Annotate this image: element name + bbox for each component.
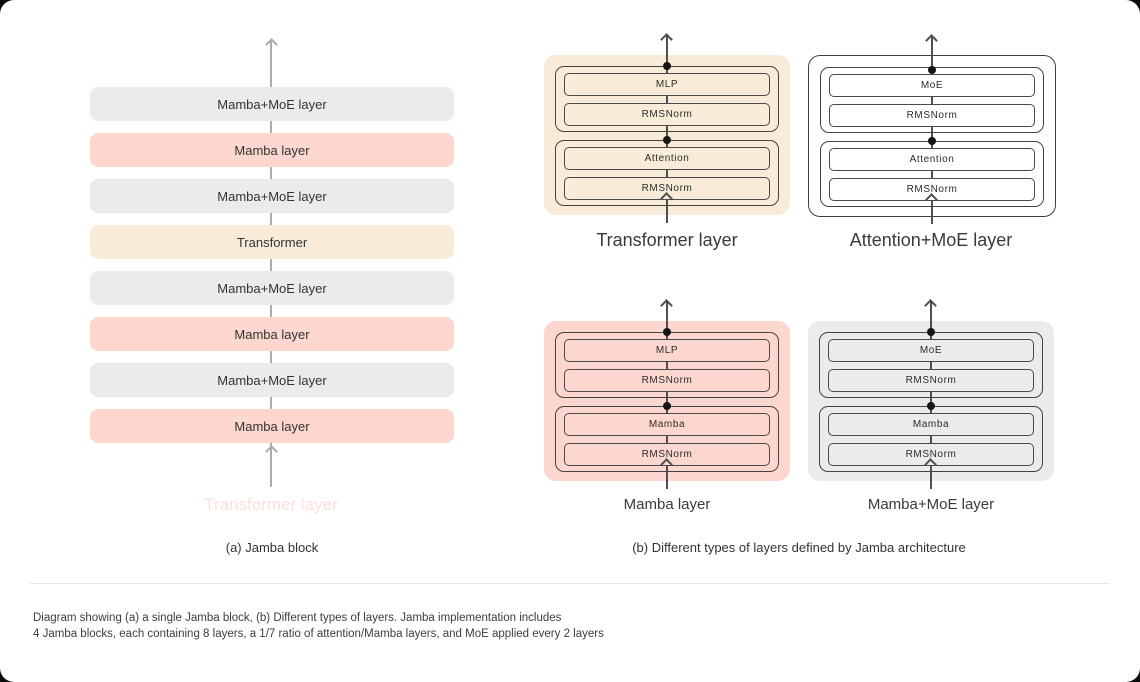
attention-moe-layer-card: MoE RMSNorm Attention RMSNorm [808, 34, 1056, 224]
flow-line [270, 40, 272, 487]
rmsnorm-box: RMSNorm [564, 103, 770, 126]
card-title-attention-moe-layer: Attention+MoE layer [849, 230, 1013, 250]
stack-layer-transformer: Transformer [90, 225, 454, 259]
caption-jamba-block: (a) Jamba block [225, 540, 319, 555]
arrow-up-icon [660, 33, 673, 46]
moe-box: MoE [829, 74, 1035, 97]
stack-layer-mamba: Mamba layer [90, 133, 454, 167]
residual-group: MLP RMSNorm [555, 66, 779, 132]
stack-layer-mamba-moe: Mamba+MoE layer [90, 271, 454, 305]
stack-layer-mamba-moe: Mamba+MoE layer [90, 363, 454, 397]
transformer-layer-card: MLP RMSNorm Attention RMSNorm [544, 33, 790, 223]
mlp-box: MLP [564, 73, 770, 96]
mlp-box: MLP [564, 339, 770, 362]
mamba-moe-layer-card: MoE RMSNorm Mamba RMSNorm [808, 299, 1054, 489]
rmsnorm-box: RMSNorm [829, 104, 1035, 127]
attention-box: Attention [829, 148, 1035, 171]
ghost-transformer-label: Transformer layer [204, 495, 338, 514]
attention-box: Attention [564, 147, 770, 170]
mamba-layer-card: MLP RMSNorm Mamba RMSNorm [544, 299, 790, 489]
residual-junction-dot [928, 137, 936, 145]
card-title-transformer-layer: Transformer layer [596, 230, 738, 250]
residual-group: MoE RMSNorm [820, 67, 1044, 133]
arrow-up-icon [924, 299, 937, 312]
caption-layer-types: (b) Different types of layers defined by… [632, 540, 966, 555]
rmsnorm-box: RMSNorm [564, 369, 770, 392]
footnote-line-2: 4 Jamba blocks, each containing 8 layers… [33, 627, 604, 640]
residual-group: Mamba RMSNorm [819, 406, 1043, 472]
residual-junction-dot [663, 62, 671, 70]
rmsnorm-box: RMSNorm [829, 178, 1035, 201]
footnote: Diagram showing (a) a single Jamba block… [33, 611, 604, 642]
footnote-line-1: Diagram showing (a) a single Jamba block… [33, 612, 562, 624]
stack-layer-mamba: Mamba layer [90, 317, 454, 351]
residual-junction-dot [663, 402, 671, 410]
residual-junction-dot [927, 328, 935, 336]
residual-group: MoE RMSNorm [819, 332, 1043, 398]
residual-junction-dot [927, 402, 935, 410]
card-title-mamba-moe-layer: Mamba+MoE layer [867, 496, 995, 513]
mamba-box: Mamba [564, 413, 770, 436]
rmsnorm-box: RMSNorm [564, 177, 770, 200]
residual-group: Attention RMSNorm [820, 141, 1044, 207]
flow-line [666, 35, 668, 223]
mamba-box: Mamba [828, 413, 1034, 436]
arrow-up-icon [925, 34, 938, 47]
residual-group: MLP RMSNorm [555, 332, 779, 398]
flow-line [931, 36, 933, 224]
card-title-mamba-layer: Mamba layer [623, 496, 711, 513]
stack-layer-mamba: Mamba layer [90, 409, 454, 443]
divider [30, 583, 1110, 584]
residual-junction-dot [663, 328, 671, 336]
stack-layer-mamba-moe: Mamba+MoE layer [90, 87, 454, 121]
arrow-up-icon [265, 445, 278, 458]
rmsnorm-box: RMSNorm [564, 443, 770, 466]
flow-line [930, 301, 932, 489]
arrow-up-icon [660, 299, 673, 312]
flow-line [666, 301, 668, 489]
residual-junction-dot [928, 66, 936, 74]
residual-junction-dot [663, 136, 671, 144]
rmsnorm-box: RMSNorm [828, 443, 1034, 466]
rmsnorm-box: RMSNorm [828, 369, 1034, 392]
residual-group: Attention RMSNorm [555, 140, 779, 206]
arrow-up-icon [265, 38, 278, 51]
moe-box: MoE [828, 339, 1034, 362]
stack-layer-mamba-moe: Mamba+MoE layer [90, 179, 454, 213]
